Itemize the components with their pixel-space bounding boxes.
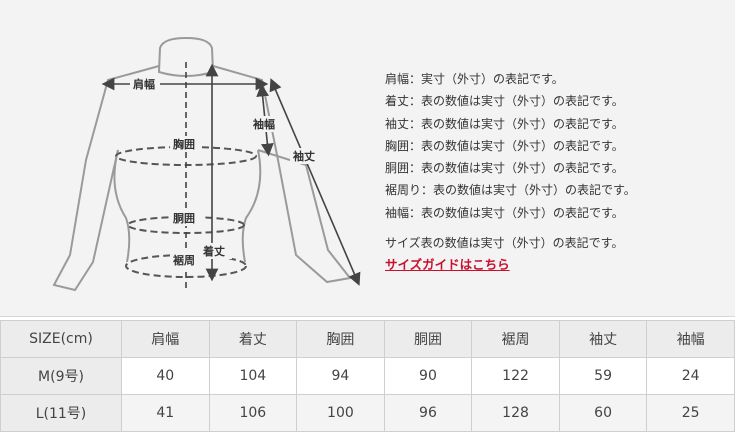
table-header-row: SIZE(cm) 肩幅 着丈 胸囲 胴囲 裾周 袖丈 袖幅 xyxy=(0,320,735,358)
table-cell: 128 xyxy=(471,394,560,432)
label-bust: 胸囲 xyxy=(173,137,195,151)
summary-note: サイズ表の数値は実寸（外寸）の表記です。 xyxy=(385,236,624,251)
table-cell: 94 xyxy=(296,357,385,395)
table-cell: 40 xyxy=(121,357,210,395)
label-sleeve-width: 袖幅 xyxy=(253,117,275,131)
table-cell: 60 xyxy=(558,394,648,432)
label-length: 着丈 xyxy=(202,244,225,258)
column-header: 袖幅 xyxy=(646,320,735,358)
note-line: 裾周り：表の数値は実寸（外寸）の表記です。 xyxy=(385,183,636,198)
measurement-diagram-panel: 肩幅 胸囲 胴囲 裾周 着丈 袖幅 袖丈 肩幅：実寸（外寸）の表記です。 着丈：… xyxy=(0,0,735,317)
table-cell: 96 xyxy=(383,394,473,432)
row-size-label: M(9号) xyxy=(0,357,122,395)
label-hem: 裾周 xyxy=(173,253,195,267)
table-cell: 41 xyxy=(121,394,210,432)
column-header: 胴囲 xyxy=(383,320,473,358)
table-cell: 59 xyxy=(558,357,648,395)
table-cell: 106 xyxy=(208,394,298,432)
table-cell: 24 xyxy=(646,357,735,395)
row-size-label: L(11号) xyxy=(0,394,122,432)
column-header: 裾周 xyxy=(471,320,560,358)
table-cell: 25 xyxy=(646,394,735,432)
note-line: 胴囲：表の数値は実寸（外寸）の表記です。 xyxy=(385,161,624,176)
column-header: 着丈 xyxy=(208,320,298,358)
table-cell: 122 xyxy=(471,357,560,395)
note-line: 着丈：表の数値は実寸（外寸）の表記です。 xyxy=(385,94,624,109)
column-header: 胸囲 xyxy=(296,320,385,358)
size-guide-link[interactable]: サイズガイドはこちら xyxy=(385,257,510,273)
table-row: M(9号) 40 104 94 90 122 59 24 xyxy=(0,357,735,395)
column-header: 袖丈 xyxy=(558,320,648,358)
note-line: 袖丈：表の数値は実寸（外寸）の表記です。 xyxy=(385,116,624,131)
table-cell: 90 xyxy=(383,357,473,395)
table-row: L(11号) 41 106 100 96 128 60 25 xyxy=(0,394,735,432)
sleeve-length-measure-line xyxy=(269,78,361,286)
label-shoulder: 肩幅 xyxy=(133,77,155,91)
note-line: 肩幅：実寸（外寸）の表記です。 xyxy=(385,72,564,86)
label-sleeve-length: 袖丈 xyxy=(293,149,315,163)
measurement-notes: 肩幅：実寸（外寸）の表記です。 着丈：表の数値は実寸（外寸）の表記です。 袖丈：… xyxy=(385,68,636,277)
note-line: 胸囲：表の数値は実寸（外寸）の表記です。 xyxy=(385,138,624,153)
column-header: 肩幅 xyxy=(121,320,210,358)
column-header: SIZE(cm) xyxy=(0,320,122,358)
note-line: 袖幅：表の数値は実寸（外寸）の表記です。 xyxy=(385,205,624,220)
garment-diagram: 肩幅 胸囲 胴囲 裾周 着丈 袖幅 袖丈 xyxy=(52,36,361,292)
table-cell: 104 xyxy=(208,357,298,395)
size-table: SIZE(cm) 肩幅 着丈 胸囲 胴囲 裾周 袖丈 袖幅 M(9号) 40 1… xyxy=(0,320,735,432)
table-cell: 100 xyxy=(296,394,385,432)
label-waist: 胴囲 xyxy=(173,212,195,225)
